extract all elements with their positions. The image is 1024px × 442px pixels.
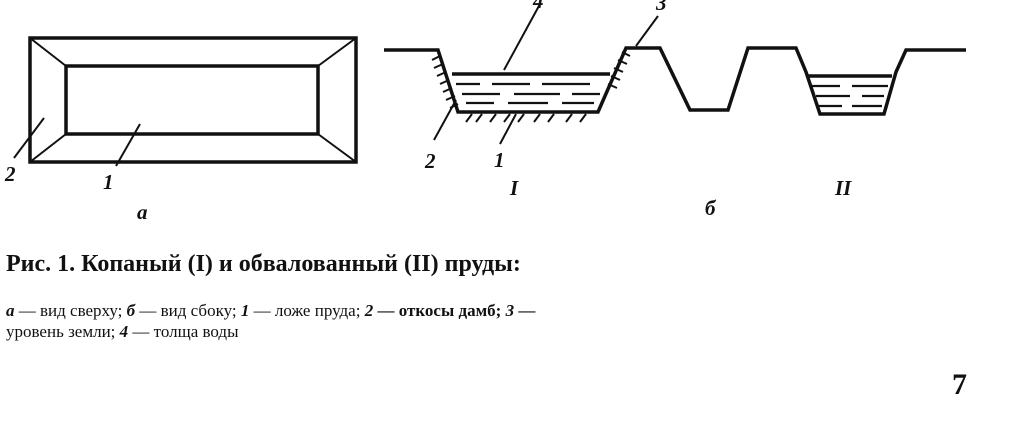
side-view-diagram: 4 3 2 1 I II б bbox=[384, 0, 966, 220]
legend-key-4: 4 bbox=[119, 322, 129, 341]
leader-1-side bbox=[499, 113, 517, 145]
legend-key-a: а bbox=[6, 301, 15, 320]
bed-hatching bbox=[465, 113, 587, 123]
legend-text-a: — вид сверху; bbox=[18, 301, 123, 320]
sublabel-b: б bbox=[705, 196, 717, 220]
label-2-side: 2 bbox=[424, 149, 436, 173]
label-pond-i: I bbox=[509, 176, 519, 200]
slope-hatching bbox=[431, 51, 631, 109]
legend-key-3: 3 bbox=[505, 301, 515, 320]
water-body-ii bbox=[812, 84, 888, 108]
legend-text-b: — вид сбоку; bbox=[139, 301, 237, 320]
legend-key-1: 1 bbox=[240, 301, 250, 320]
sublabel-a: а bbox=[137, 200, 148, 224]
label-1-top: 1 bbox=[103, 170, 114, 194]
slope-corner-br bbox=[317, 133, 357, 163]
water-body-i bbox=[456, 82, 600, 105]
dam-outer-edge bbox=[28, 36, 358, 164]
ground-profile bbox=[384, 46, 966, 116]
leader-3 bbox=[635, 15, 659, 47]
slope-corner-tr bbox=[317, 37, 357, 67]
figure-legend: а — вид сверху; б — вид сбоку; 1 — ложе … bbox=[6, 300, 1006, 342]
leader-2-side bbox=[433, 99, 457, 141]
pond-figure: 2 1 а bbox=[4, 0, 966, 224]
legend-text-4: — толща воды bbox=[132, 322, 239, 341]
legend-text-1: — ложе пруда; bbox=[253, 301, 361, 320]
slope-corner-tl bbox=[29, 37, 67, 67]
figure-number: Рис. 1. bbox=[6, 251, 76, 277]
legend-text-3: уровень земли; bbox=[6, 322, 116, 341]
leader-2-top bbox=[13, 117, 45, 159]
legend-key-b: б bbox=[126, 301, 136, 320]
figure-title: Копаный (I) и обвалованный (II) пруды: bbox=[81, 251, 521, 277]
label-2-top: 2 bbox=[4, 162, 16, 186]
figure-caption-title: Рис. 1. Копаный (I) и обвалованный (II) … bbox=[6, 251, 521, 278]
label-1-side: 1 bbox=[494, 148, 505, 172]
label-pond-ii: II bbox=[834, 176, 852, 200]
leader-1-top bbox=[115, 123, 141, 167]
slope-corner-bl bbox=[29, 133, 67, 163]
page-number: 7 bbox=[952, 368, 967, 401]
label-3: 3 bbox=[655, 0, 667, 15]
label-4: 4 bbox=[532, 0, 544, 13]
legend-text-3-dash: — bbox=[518, 301, 536, 320]
leader-4 bbox=[503, 3, 541, 71]
legend-text-2: — откосы дамб; bbox=[377, 301, 502, 320]
pond-bed-rect bbox=[64, 64, 320, 136]
legend-key-2: 2 bbox=[364, 301, 374, 320]
top-view-diagram: 2 1 а bbox=[4, 36, 358, 224]
